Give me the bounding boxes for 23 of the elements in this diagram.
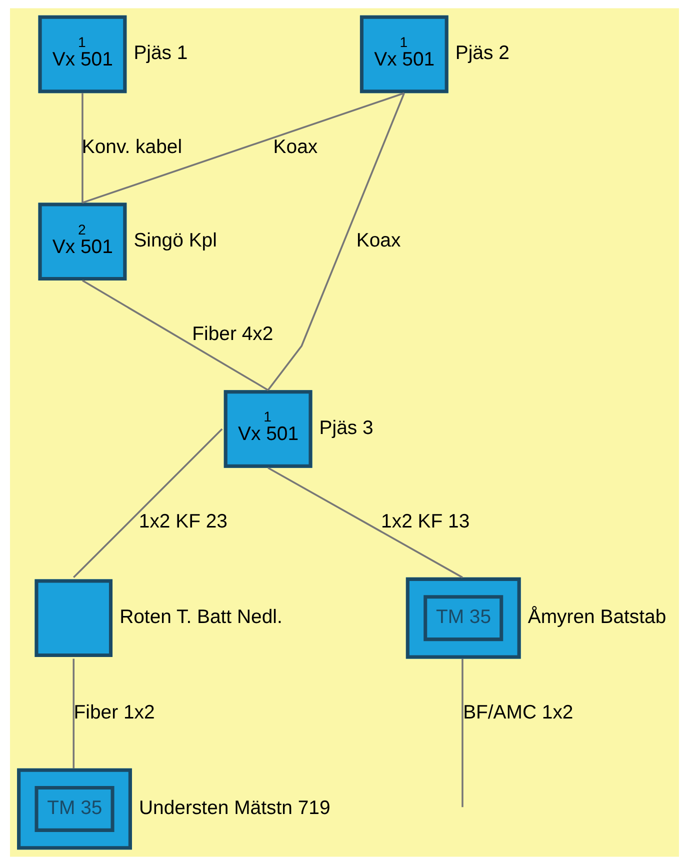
connector [82, 280, 268, 391]
node-label: Singö Kpl [133, 230, 216, 252]
edge-label: 1x2 KF 23 [138, 510, 228, 533]
node-label: Pjäs 1 [133, 42, 188, 64]
node-label: Understen Mätstn 719 [138, 796, 330, 819]
edge-label: Koax [272, 136, 318, 158]
edge-label: Konv. kabel [81, 136, 182, 158]
edge-label: Fiber 1x2 [73, 701, 154, 724]
node-label: Roten T. Batt Nedl. [119, 606, 282, 628]
edge-label: Koax [356, 230, 400, 252]
edge-label: Fiber 4x2 [192, 323, 273, 346]
connector [267, 467, 462, 578]
edge-label: 1x2 KF 13 [380, 510, 470, 533]
connector [72, 658, 74, 768]
connector [461, 658, 463, 808]
node-label: Pjäs 3 [318, 416, 373, 439]
edge-label: BF/AMC 1x2 [462, 701, 573, 724]
connector [72, 428, 222, 578]
connector [81, 93, 83, 203]
node-label: Pjäs 2 [454, 42, 509, 64]
connector [82, 92, 404, 204]
connector [266, 92, 404, 391]
node-label: Åmyren Batstab [527, 606, 666, 628]
